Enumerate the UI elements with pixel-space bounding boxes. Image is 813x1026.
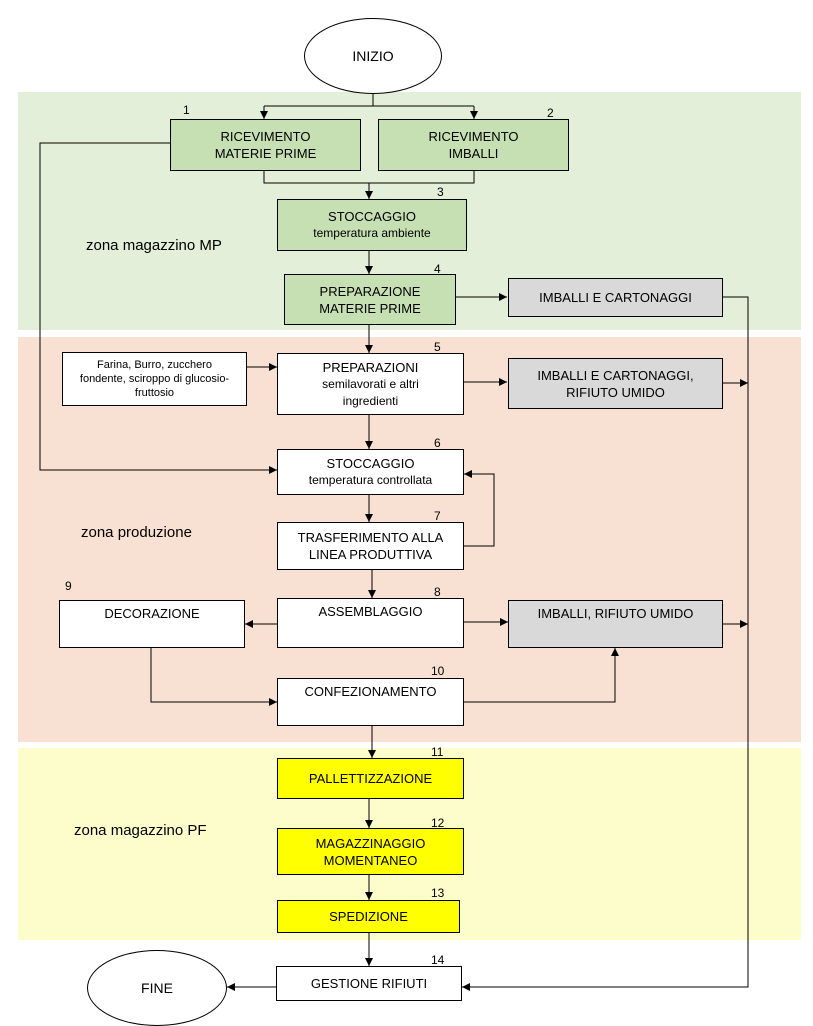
step-7-line2: LINEA PRODUTTIVA <box>308 547 433 562</box>
step-2-line1: RICEVIMENTO <box>428 129 519 144</box>
step-6-number: 6 <box>434 436 441 450</box>
step-11-number: 11 <box>431 745 444 759</box>
step-2-box: RICEVIMENTO IMBALLI <box>378 119 569 171</box>
step-14-number: 14 <box>431 953 445 967</box>
step-5-number: 5 <box>434 340 441 354</box>
step-1-line2: MATERIE PRIME <box>214 146 317 161</box>
step-11-box: PALLETTIZZAZIONE <box>277 758 464 799</box>
step-10-number: 10 <box>431 664 445 678</box>
step-4-number: 4 <box>434 262 441 276</box>
waste-packaging-wet-box: IMBALLI E CARTONAGGI, RIFIUTO UMIDO <box>508 358 723 409</box>
step-13-number: 13 <box>431 886 445 900</box>
end-oval: FINE <box>87 950 227 1026</box>
step-8-box: ASSEMBLAGGIO <box>277 598 464 648</box>
step-5-line1: PREPARAZIONI <box>322 359 419 375</box>
step-7-number: 7 <box>434 509 441 523</box>
zone-production-label: zona produzione <box>81 524 192 541</box>
step-1-box: RICEVIMENTO MATERIE PRIME <box>170 119 361 171</box>
arrow-7-to-6 <box>464 470 495 547</box>
step-2-line2: IMBALLI <box>448 146 499 161</box>
step-12-line2: MOMENTANEO <box>323 852 418 868</box>
step-6-line2: temperatura controllata <box>308 473 433 487</box>
step-3-number: 3 <box>437 185 444 199</box>
step-10-box: CONFEZIONAMENTO <box>277 678 464 726</box>
step-3-line1: STOCCAGGIO <box>328 209 416 224</box>
ingredients-box: Farina, Burro, zucchero fondente, scirop… <box>62 352 247 406</box>
step-13-box: SPEDIZIONE <box>277 900 460 933</box>
arrow-waste-to-14 <box>462 296 749 991</box>
step-1-number: 1 <box>183 103 190 117</box>
step-12-number: 12 <box>431 816 445 830</box>
waste-packaging-box-1: IMBALLI E CARTONAGGI <box>508 278 723 317</box>
step-6-line1: STOCCAGGIO <box>326 456 415 471</box>
step-4-line1: PREPARAZIONE <box>319 283 421 299</box>
step-9-box: DECORAZIONE <box>59 600 245 648</box>
step-3-box: STOCCAGGIO temperatura ambiente <box>277 199 467 251</box>
step-6-box: STOCCAGGIO temperatura controllata <box>277 449 464 495</box>
waste-packaging-wet-box-2: IMBALLI, RIFIUTO UMIDO <box>508 600 723 648</box>
step-2-number: 2 <box>547 106 554 120</box>
step-8-number: 8 <box>434 585 441 599</box>
arrow-9-to-10 <box>150 648 277 706</box>
zone-mp-label: zona magazzino MP <box>86 237 222 254</box>
zone-pf-label: zona magazzino PF <box>74 822 207 839</box>
step-3-line2: temperatura ambiente <box>313 226 431 240</box>
arrow-1-to-6 <box>39 142 277 474</box>
step-9-number: 9 <box>65 579 72 593</box>
step-7-box: TRASFERIMENTO ALLA LINEA PRODUTTIVA <box>277 522 464 570</box>
step-5-line2: semilavorati e altri ingredienti <box>322 376 419 408</box>
step-12-line1: MAGAZZINAGGIO <box>315 835 426 851</box>
arrow-10-to-waste3 <box>464 648 619 703</box>
step-14-box: GESTIONE RIFIUTI <box>276 966 462 1001</box>
start-oval: INIZIO <box>304 18 442 94</box>
step-7-line1: TRASFERIMENTO ALLA <box>297 530 444 545</box>
step-4-line2: MATERIE PRIME <box>319 300 421 316</box>
step-1-line1: RICEVIMENTO <box>220 129 311 144</box>
